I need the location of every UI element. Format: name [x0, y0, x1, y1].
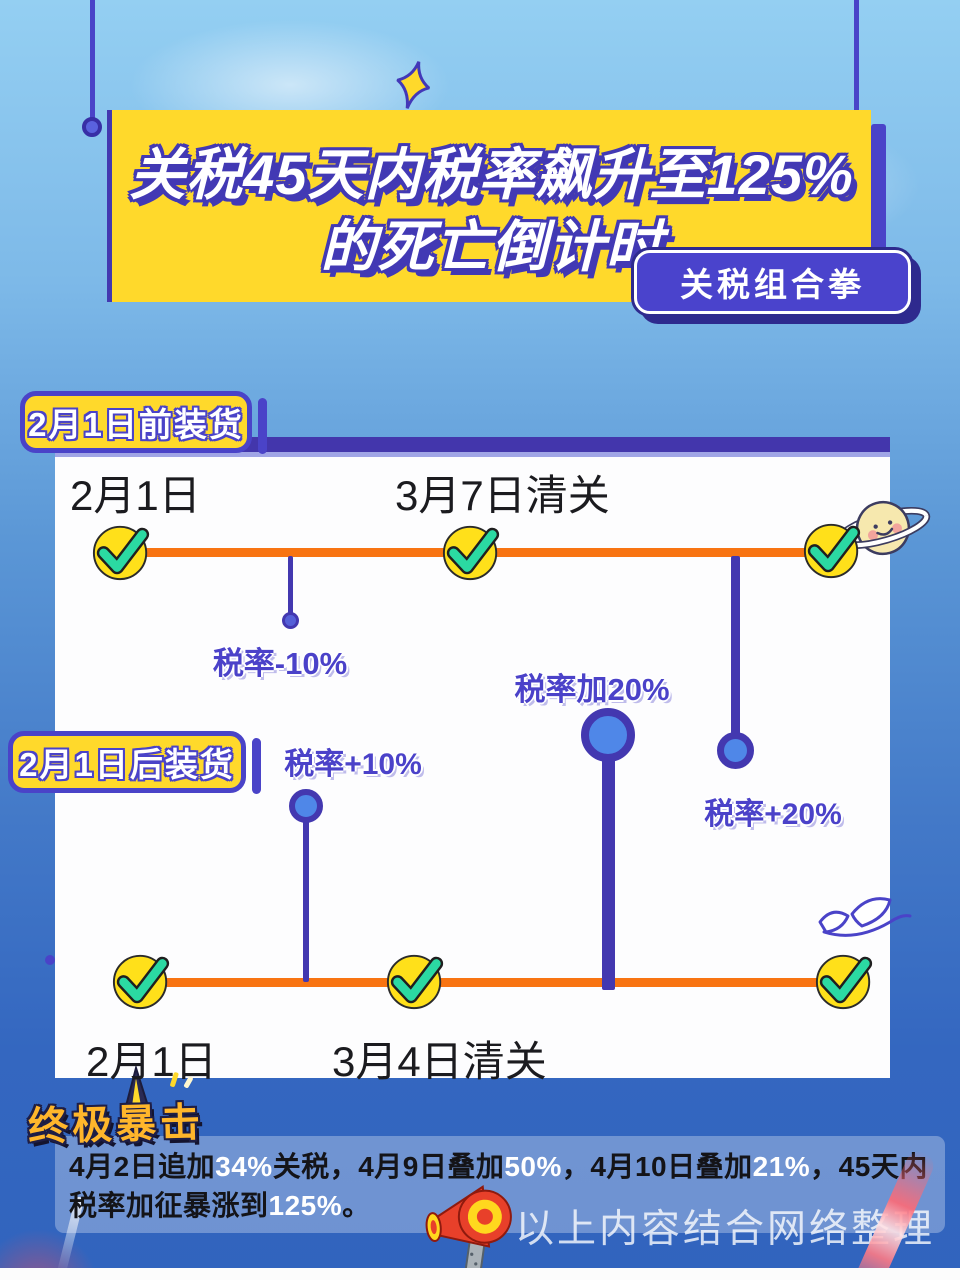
section1-label-badge: 2月1日前装货	[20, 391, 252, 453]
pen-doodle-icon	[124, 1064, 193, 1106]
check-icon	[112, 954, 170, 1010]
footer-text-segment: ，4月10日叠加	[561, 1151, 753, 1182]
timeline1-node-plus20	[717, 732, 754, 769]
string-bead-left	[82, 117, 102, 137]
page-title-line1: 关税45天内税率飙升至125%	[129, 143, 854, 206]
megaphone-icon	[425, 1185, 512, 1274]
footer-text-segment: 4月2日追加	[69, 1151, 216, 1182]
rate-note-minus10: 税率-10%	[212, 646, 348, 681]
page-title-line2: 的死亡倒计时	[320, 215, 663, 278]
timeline2-node-plus10	[289, 789, 323, 823]
timeline1-clear-date: 3月7日清关	[395, 472, 610, 519]
footer-highlight: 125%	[268, 1190, 343, 1221]
section2-label-badge: 2月1日后装货	[8, 731, 246, 793]
timeline2-clear-date: 3月4日清关	[332, 1038, 547, 1085]
timeline2-stem-add20	[602, 735, 615, 990]
rate-note-plus10: 税率+10%	[284, 748, 422, 781]
footer-text-segment: 。	[342, 1190, 371, 1221]
footer-line1: 4月2日追加34%关税，4月9日叠加50%，4月10日叠加21%，45天内	[69, 1145, 928, 1185]
footer-tag: 终极暴击	[27, 1100, 205, 1150]
footer-highlight: 34%	[215, 1151, 273, 1182]
check-icon	[803, 523, 861, 579]
check-icon	[92, 525, 150, 581]
timeline1-stem-plus20	[731, 556, 740, 738]
rate-note-plus20: 税率+20%	[704, 798, 842, 831]
hanging-string-right	[854, 0, 859, 116]
section-divider-bar-shadow	[55, 452, 890, 457]
timeline1-stem-minus10	[288, 556, 293, 614]
credit-text: 以上内容结合网络整理	[515, 1208, 936, 1251]
rate-note-add20: 税率加20%	[514, 672, 670, 707]
dot-decoration	[45, 955, 55, 965]
timeline1-node-minus10	[282, 612, 299, 629]
section2-badge-bracket	[252, 738, 261, 794]
hanging-string-left	[90, 0, 95, 118]
timeline2-node-add20	[581, 708, 635, 762]
timeline2-start-date: 2月1日	[86, 1038, 217, 1085]
timeline2-line	[140, 978, 860, 987]
sparkle-icon	[394, 61, 432, 109]
footer-text-segment: 税率加征暴涨到	[69, 1190, 269, 1221]
footer-highlight: 50%	[504, 1151, 562, 1182]
check-icon	[442, 525, 500, 581]
timeline1-start-date: 2月1日	[70, 472, 201, 519]
flying-paper-icon	[818, 897, 912, 937]
bottom-strip	[0, 1268, 960, 1280]
timeline2-stem-plus10	[303, 820, 309, 982]
footer-line2: 税率加征暴涨到125%。	[69, 1184, 371, 1224]
footer-text-segment: 关税，4月9日叠加	[272, 1151, 505, 1182]
footer-highlight: 21%	[752, 1151, 811, 1182]
check-icon	[386, 954, 444, 1010]
section1-badge-bracket	[258, 398, 267, 454]
check-icon	[815, 954, 873, 1010]
combo-punch-badge: 关税组合拳	[634, 250, 911, 314]
